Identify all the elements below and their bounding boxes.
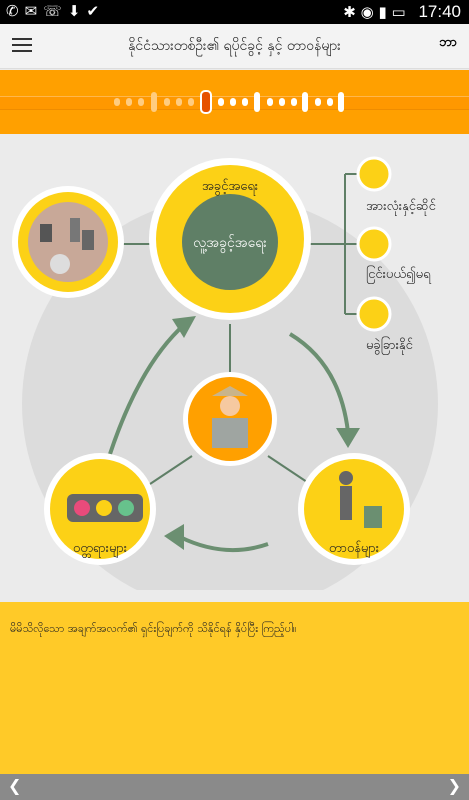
side-item-1: အားလုံးနှင့်ဆိုင် [366,198,437,216]
current-page-marker[interactable] [200,90,212,114]
bottom-nav: ❮ ❯ [0,774,469,800]
next-icon[interactable]: ❯ [447,776,461,795]
page-progress-bar [0,70,469,134]
arrow-head [336,428,360,448]
chain-icon[interactable] [356,296,392,332]
globe-icon [28,202,108,282]
wifi-icon: ◉ [360,3,374,21]
traffic-light-icon [67,494,143,522]
center-circle[interactable] [182,194,278,290]
rights-diagram: အခွင့်အရေး လူ့အခွင့်အရေး အားလုံးနှင့်ဆို… [12,156,438,612]
signal-icon: ▮ [378,3,387,21]
right-bottom-label: တာဝန်များ [329,540,379,558]
arrow-head [164,524,184,550]
brand-icon[interactable]: ဘာ [439,35,457,50]
person-trash-icon [339,471,382,528]
status-notification-icons: ✆✉☏⬇✔ [6,2,106,20]
info-panel: မိမိသိလိုသော အချက်အလက်၏ ရှင်းပြချက်ကို သ… [0,602,469,774]
status-bar: ✆✉☏⬇✔ ✱ ◉ ▮ ▭ 17:40 [0,0,469,24]
bluetooth-icon: ✱ [343,3,356,21]
menu-icon[interactable] [12,38,32,54]
left-bottom-label: ဝတ္တရားများ [73,541,127,558]
app-bar: နိုင်ငံသားတစ်ဦး၏ ရပိုင်ခွင့် နှင့် တာဝန်… [0,24,469,69]
status-system-icons: ✱ ◉ ▮ ▭ 17:40 [343,2,461,22]
battery-icon: ▭ [391,3,406,21]
top-label: အခွင့်အရေး [202,178,258,196]
status-time: 17:40 [418,2,461,21]
side-item-2: ငြင်းပယ်၍မရ [366,265,431,284]
globe-small-icon[interactable] [356,156,392,192]
right-bottom-circle[interactable] [304,459,404,559]
diagram-area: အခွင့်အရေး လူ့အခွင့်အရေး အားလုံးနှင့်ဆို… [0,134,469,612]
info-text: မိမိသိလိုသော အချက်အလက်၏ ရှင်းပြချက်ကို သ… [10,622,297,635]
arrow-head [172,316,196,338]
page-title: နိုင်ငံသားတစ်ဦး၏ ရပိုင်ခွင့် နှင့် တာဝန်… [128,38,341,54]
side-item-3: မခွဲခြားနိုင် [366,336,414,355]
prev-icon[interactable]: ❮ [8,776,22,795]
thumb-icon[interactable] [356,226,392,262]
center-label: လူ့အခွင့်အရေး [193,235,267,253]
